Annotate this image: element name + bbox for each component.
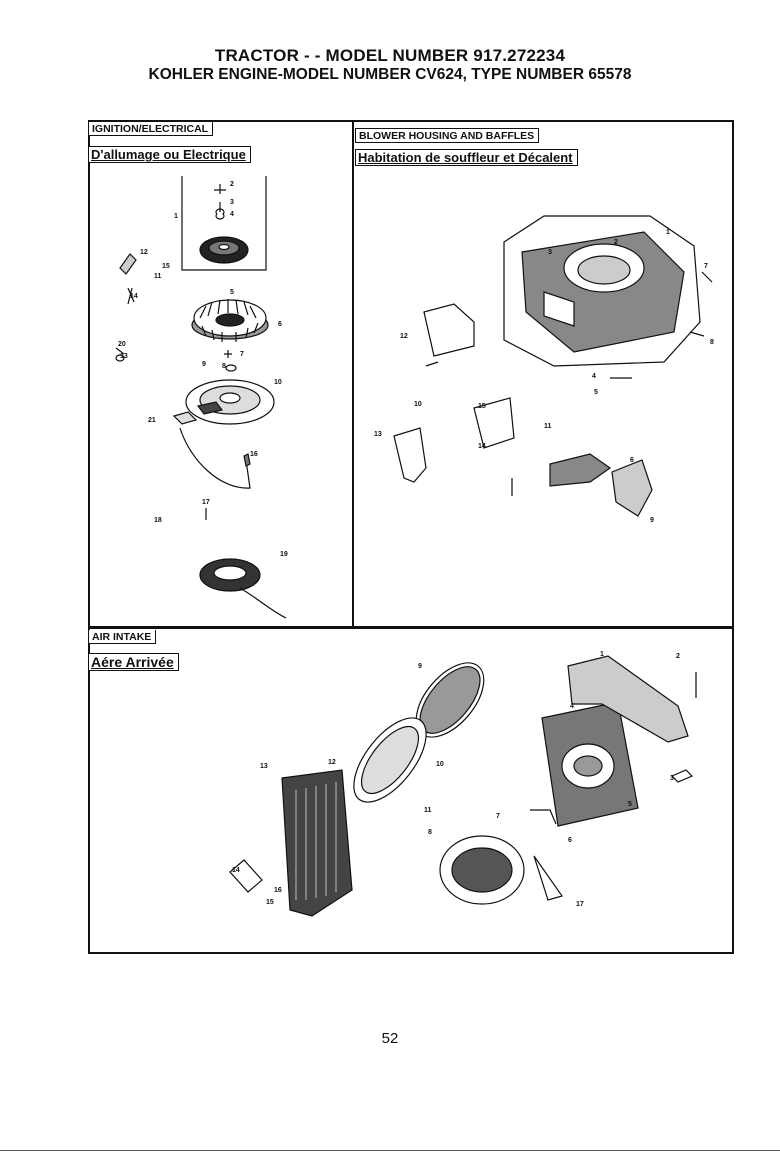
svg-text:1: 1 — [174, 213, 178, 220]
svg-text:12: 12 — [400, 333, 408, 340]
svg-text:8: 8 — [428, 829, 432, 836]
svg-text:8: 8 — [222, 363, 226, 370]
svg-text:3: 3 — [230, 199, 234, 206]
svg-text:9: 9 — [418, 663, 422, 670]
svg-text:17: 17 — [202, 499, 210, 506]
svg-text:17: 17 — [576, 901, 584, 908]
svg-text:10: 10 — [414, 401, 422, 408]
diagram-frame — [88, 120, 734, 954]
svg-text:15: 15 — [478, 403, 486, 410]
ignition-label-fr: D'allumage ou Electrique — [88, 146, 251, 163]
svg-text:19: 19 — [280, 551, 288, 558]
svg-text:12: 12 — [140, 249, 148, 256]
svg-text:7: 7 — [496, 813, 500, 820]
svg-text:10: 10 — [274, 379, 282, 386]
svg-text:13: 13 — [120, 353, 128, 360]
svg-text:1: 1 — [666, 229, 670, 236]
svg-text:18: 18 — [154, 517, 162, 524]
svg-text:14: 14 — [232, 867, 240, 874]
blower-label-fr: Habitation de souffleur et Décalent — [355, 149, 578, 166]
svg-text:11: 11 — [544, 423, 552, 430]
svg-text:5: 5 — [594, 389, 598, 396]
svg-text:6: 6 — [630, 457, 634, 464]
svg-text:4: 4 — [592, 373, 596, 380]
svg-text:15: 15 — [266, 899, 274, 906]
svg-text:9: 9 — [202, 361, 206, 368]
page-subtitle: KOHLER ENGINE-MODEL NUMBER CV624, TYPE N… — [148, 66, 632, 83]
page-title: TRACTOR - - MODEL NUMBER 917.272234 — [214, 46, 566, 65]
svg-text:6: 6 — [568, 837, 572, 844]
ignition-label-en: IGNITION/ELECTRICAL — [89, 122, 214, 136]
svg-text:20: 20 — [118, 341, 126, 348]
svg-text:5: 5 — [628, 801, 632, 808]
page-number: 52 — [381, 1030, 399, 1047]
svg-text:21: 21 — [148, 417, 156, 424]
section-divider-horizontal — [88, 626, 734, 629]
svg-text:9: 9 — [650, 517, 654, 524]
svg-text:2: 2 — [230, 181, 234, 188]
svg-text:7: 7 — [704, 263, 708, 270]
svg-text:4: 4 — [570, 703, 574, 710]
svg-text:12: 12 — [328, 759, 336, 766]
air-intake-label-en: AIR INTAKE — [89, 630, 157, 644]
svg-text:6: 6 — [278, 321, 282, 328]
svg-text:8: 8 — [710, 339, 714, 346]
svg-text:13: 13 — [260, 763, 268, 770]
section-divider-vertical — [352, 120, 354, 628]
bottom-rule — [0, 1150, 780, 1151]
blower-label-en: BLOWER HOUSING AND BAFFLES — [355, 128, 540, 143]
svg-text:14: 14 — [478, 443, 486, 450]
svg-text:15: 15 — [162, 263, 170, 270]
svg-text:3: 3 — [670, 775, 674, 782]
svg-text:10: 10 — [436, 761, 444, 768]
svg-text:5: 5 — [230, 289, 234, 296]
air-intake-label-fr: Aére Arrivée — [88, 653, 179, 671]
svg-text:11: 11 — [424, 807, 432, 814]
svg-text:2: 2 — [614, 239, 618, 246]
svg-text:7: 7 — [240, 351, 244, 358]
svg-text:3: 3 — [548, 249, 552, 256]
svg-text:4: 4 — [230, 211, 234, 218]
svg-text:16: 16 — [250, 451, 258, 458]
svg-text:11: 11 — [154, 273, 162, 280]
svg-text:13: 13 — [374, 431, 382, 438]
svg-text:1: 1 — [600, 651, 604, 658]
svg-text:16: 16 — [274, 887, 282, 894]
svg-text:14: 14 — [130, 293, 138, 300]
svg-text:2: 2 — [676, 653, 680, 660]
